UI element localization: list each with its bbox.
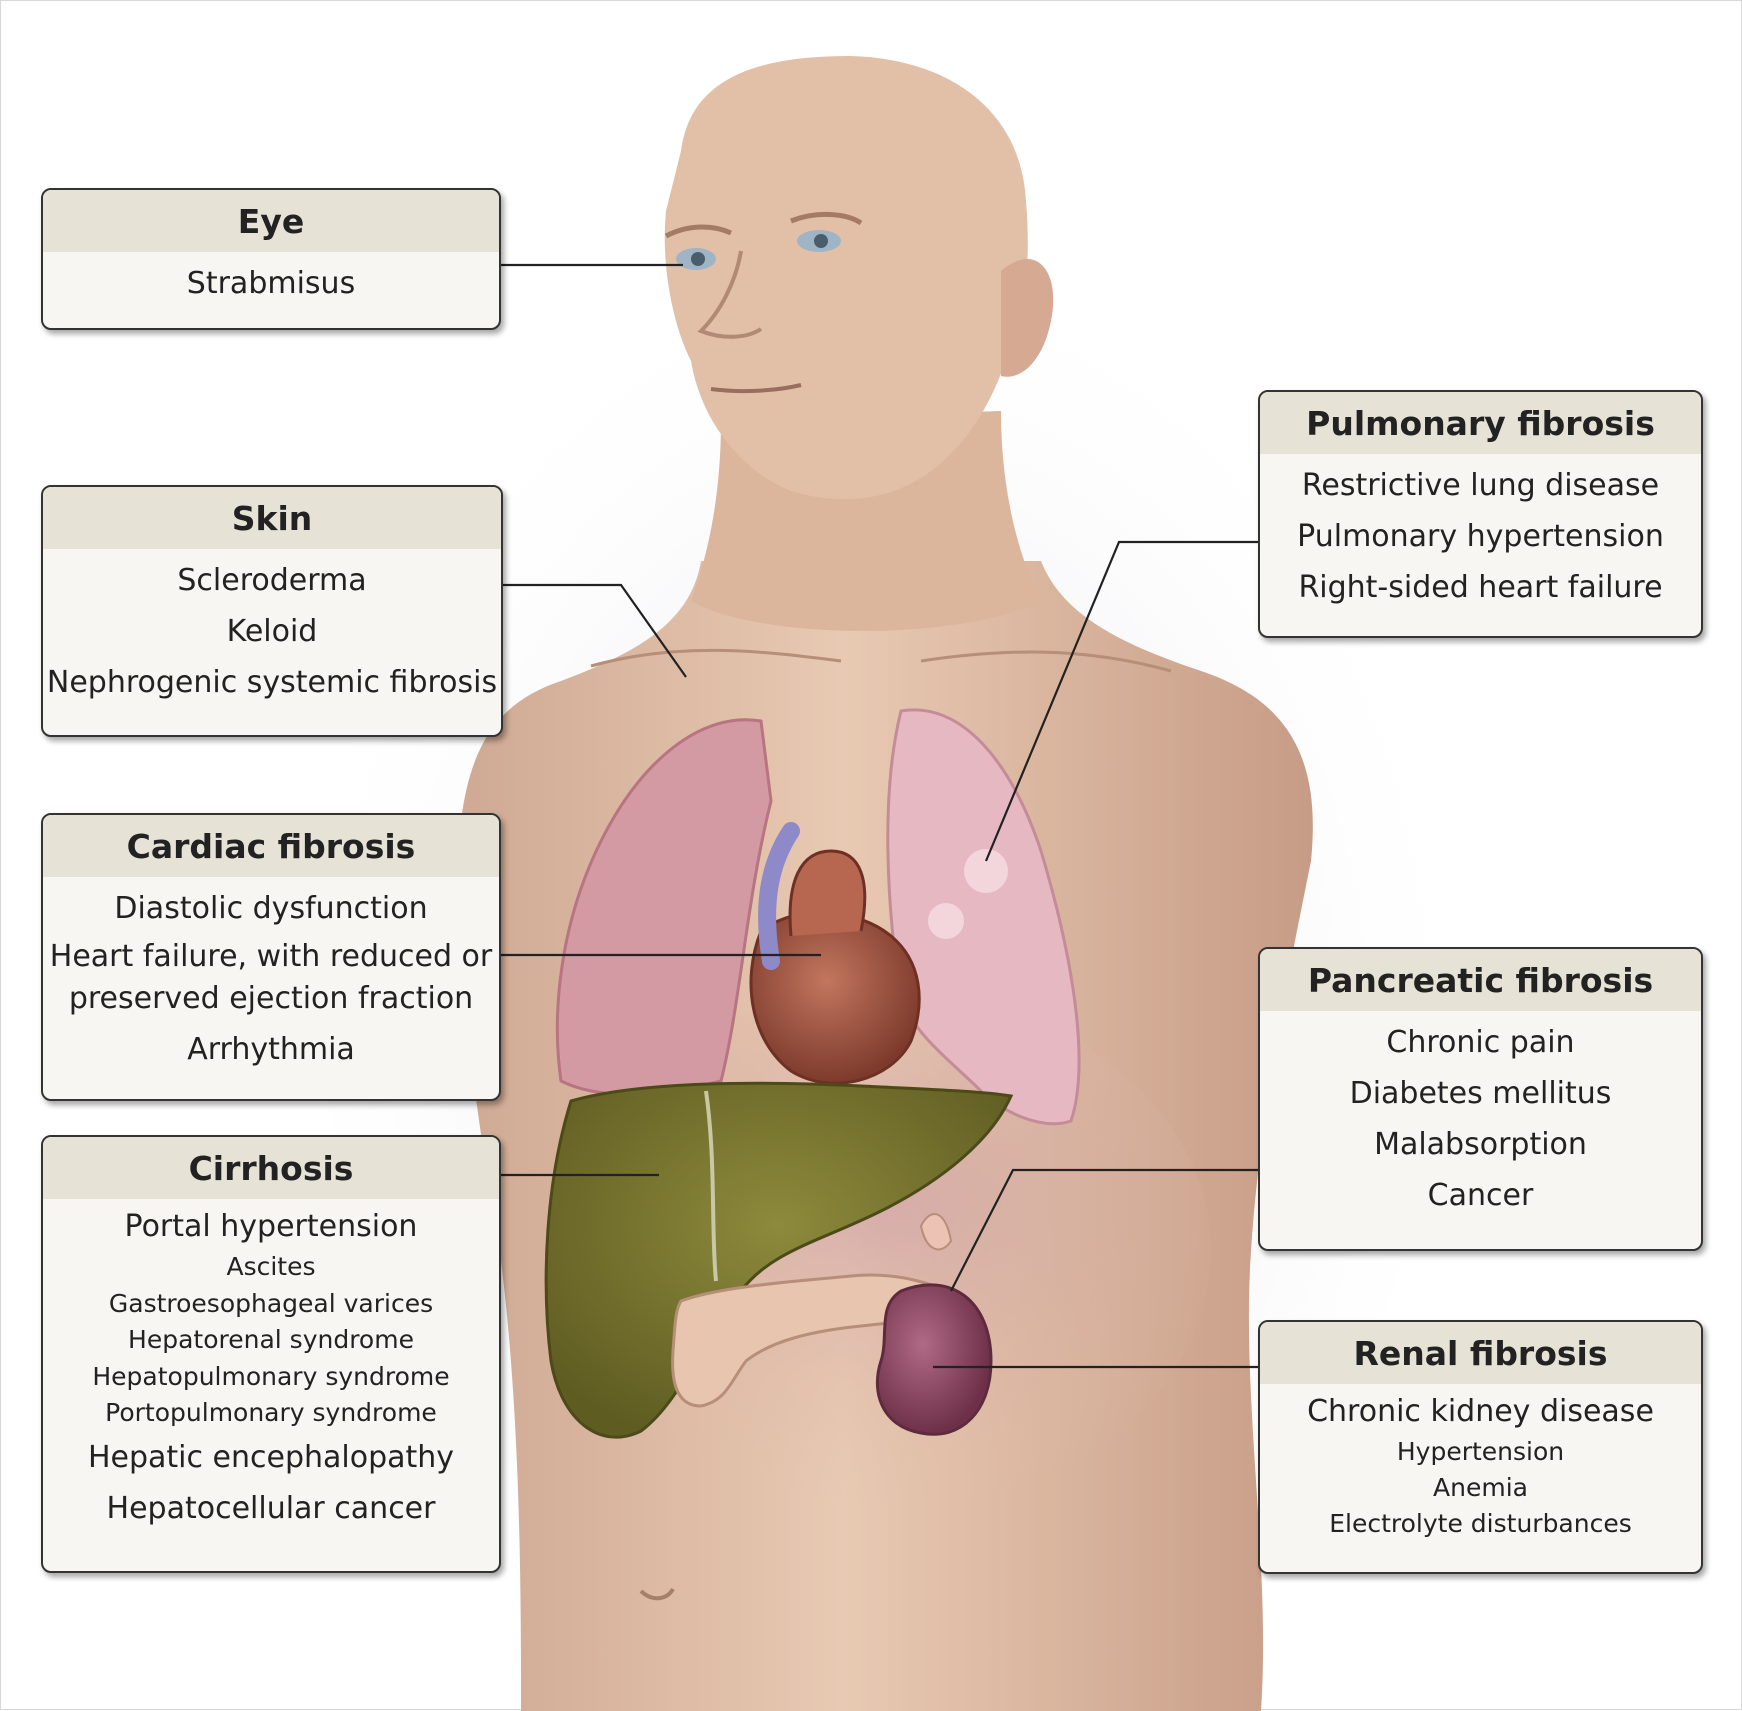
renal-subcondition: Hypertension	[1396, 1437, 1565, 1466]
skin-box-title: Skin	[43, 487, 501, 549]
cardiac-fibrosis-box: Cardiac fibrosis Diastolic dysfunction H…	[41, 813, 501, 1101]
right-lung	[555, 718, 773, 1096]
cirrhosis-condition: Hepatic encephalopathy	[87, 1439, 455, 1475]
collarbone-line	[590, 648, 842, 668]
cirrhosis-box: Cirrhosis Portal hypertension Ascites Ga…	[41, 1135, 501, 1573]
mouth	[710, 383, 802, 394]
head	[664, 56, 1028, 500]
cardiac-box-title: Cardiac fibrosis	[43, 815, 499, 877]
cirrhosis-condition: Portal hypertension	[124, 1209, 418, 1244]
right-brow	[790, 211, 863, 226]
left-lung	[886, 708, 1081, 1126]
cirrhosis-subcondition: Portopulmonary syndrome	[105, 1398, 437, 1427]
cirrhosis-subcondition: Hepatopulmonary syndrome	[92, 1361, 450, 1391]
pulmonary-condition: Restrictive lung disease	[1301, 468, 1660, 503]
pancreatic-condition: Chronic pain	[1386, 1025, 1575, 1060]
cirrhosis-box-title: Cirrhosis	[43, 1137, 499, 1199]
skin-condition: Scleroderma	[177, 563, 367, 598]
eye-box: Eye Strabmisus	[41, 188, 501, 330]
fibrotic-nodule	[964, 849, 1008, 893]
liver	[544, 1081, 1014, 1439]
pancreatic-fibrosis-box: Pancreatic fibrosis Chronic pain Diabete…	[1258, 947, 1703, 1251]
liver-ligament	[704, 1090, 718, 1282]
fibrotic-nodule	[928, 903, 964, 939]
pancreatic-box-title: Pancreatic fibrosis	[1260, 949, 1701, 1011]
cirrhosis-subcondition: Ascites	[226, 1252, 316, 1281]
kidney	[875, 1283, 993, 1436]
renal-subcondition: Anemia	[1433, 1473, 1528, 1502]
eye-condition: Strabmisus	[186, 266, 356, 301]
pulmonary-box-title: Pulmonary fibrosis	[1260, 392, 1701, 454]
collarbone-line-right	[920, 650, 1172, 673]
right-iris	[814, 234, 828, 248]
renal-subcondition: Electrolyte disturbances	[1329, 1509, 1632, 1538]
left-brow	[664, 224, 733, 239]
pancreatic-condition: Diabetes mellitus	[1349, 1076, 1612, 1111]
ear	[1001, 259, 1054, 377]
navel	[639, 1587, 675, 1601]
pancreatic-condition: Malabsorption	[1374, 1127, 1587, 1162]
pulmonary-condition: Pulmonary hypertension	[1297, 519, 1664, 554]
pulmonary-condition: Right-sided heart failure	[1298, 570, 1663, 605]
left-iris	[691, 252, 705, 266]
pancreatic-condition: Cancer	[1427, 1178, 1534, 1213]
eye-box-title: Eye	[43, 190, 499, 252]
pancreatic-leader-line	[950, 1168, 1258, 1292]
adrenal-gland	[919, 1213, 953, 1251]
skin-condition: Keloid	[226, 614, 318, 649]
renal-condition: Chronic kidney disease	[1307, 1394, 1654, 1429]
cirrhosis-subcondition: Gastroesophageal varices	[108, 1288, 434, 1318]
skin-box: Skin Scleroderma Keloid Nephrogenic syst…	[41, 485, 503, 737]
cardiac-condition: Heart failure, with reduced or preserved…	[49, 939, 493, 1016]
aorta	[788, 849, 867, 937]
nose	[697, 250, 763, 339]
cirrhosis-condition: Hepatocellular cancer	[106, 1490, 436, 1526]
pulmonary-fibrosis-box: Pulmonary fibrosis Restrictive lung dise…	[1258, 390, 1703, 638]
pulmonary-leader-line	[984, 540, 1258, 862]
skin-leader-line	[499, 583, 687, 678]
vena-cava	[758, 822, 800, 970]
renal-box-title: Renal fibrosis	[1260, 1322, 1701, 1384]
cardiac-condition: Arrhythmia	[187, 1032, 355, 1067]
cardiac-condition: Diastolic dysfunction	[114, 891, 428, 926]
skin-condition: Nephrogenic systemic fibrosis	[46, 665, 498, 700]
renal-fibrosis-box: Renal fibrosis Chronic kidney disease Hy…	[1258, 1320, 1703, 1574]
cirrhosis-subcondition: Hepatorenal syndrome	[128, 1325, 414, 1354]
